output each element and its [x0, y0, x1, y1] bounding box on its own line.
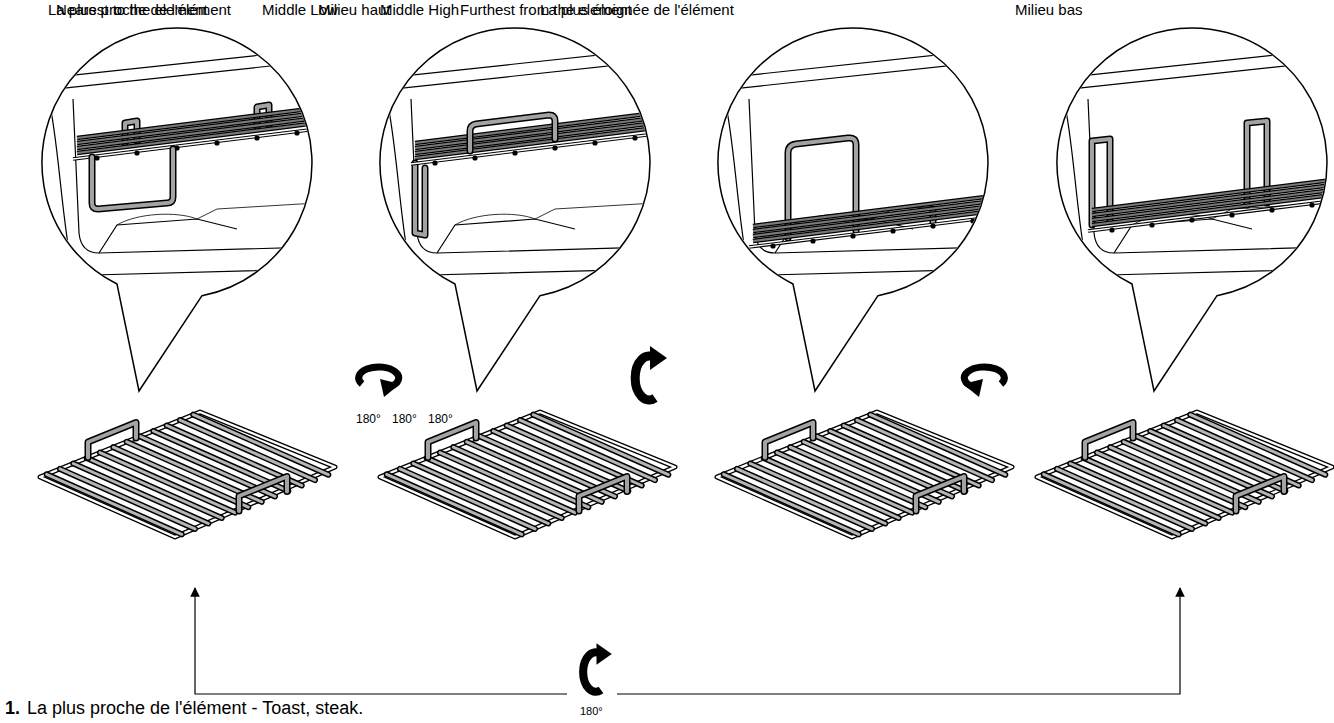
rotation-label: 180°: [356, 413, 381, 426]
rotate-symbol: [359, 367, 400, 397]
position-label: Milieu haut: [318, 2, 391, 19]
oven-cavity: [375, 49, 655, 275]
rack-drawing: [380, 412, 675, 537]
oven-cavity: [713, 49, 993, 275]
rotation-label: 180°: [392, 413, 417, 426]
position-label: La plus éloignée de l'élément: [540, 2, 734, 19]
oven-rack: [1088, 180, 1332, 233]
oven-cavity: [37, 49, 317, 275]
flip-symbol: [583, 643, 612, 692]
magnified-callout: [375, 28, 655, 391]
oven-cavity: [1052, 49, 1332, 275]
bracket-arrow: [617, 588, 1180, 694]
rack-drawing: [1037, 412, 1332, 537]
oven-rack: [411, 113, 655, 166]
magnified-callout: [1052, 28, 1332, 391]
magnified-callout: [713, 28, 993, 391]
rack-drawing: [717, 412, 1012, 537]
rotation-label: 180°: [580, 705, 603, 717]
oven-rack: [73, 108, 317, 161]
flip-symbol: [635, 346, 667, 400]
position-label: Milieu bas: [1015, 2, 1083, 19]
note-text: La plus proche de l'élément - Toast, ste…: [27, 699, 363, 719]
magnified-callout: [37, 28, 317, 391]
oven-rack: [749, 196, 993, 249]
step-number: 1.: [5, 699, 20, 719]
position-label: Middle High: [380, 2, 459, 19]
rack-drawing: [40, 412, 335, 537]
rotation-label: 180°: [428, 413, 453, 426]
rotate-symbol: [963, 367, 1004, 397]
position-label: Nearest to the element: [56, 2, 208, 19]
bracket-arrow: [195, 588, 567, 694]
